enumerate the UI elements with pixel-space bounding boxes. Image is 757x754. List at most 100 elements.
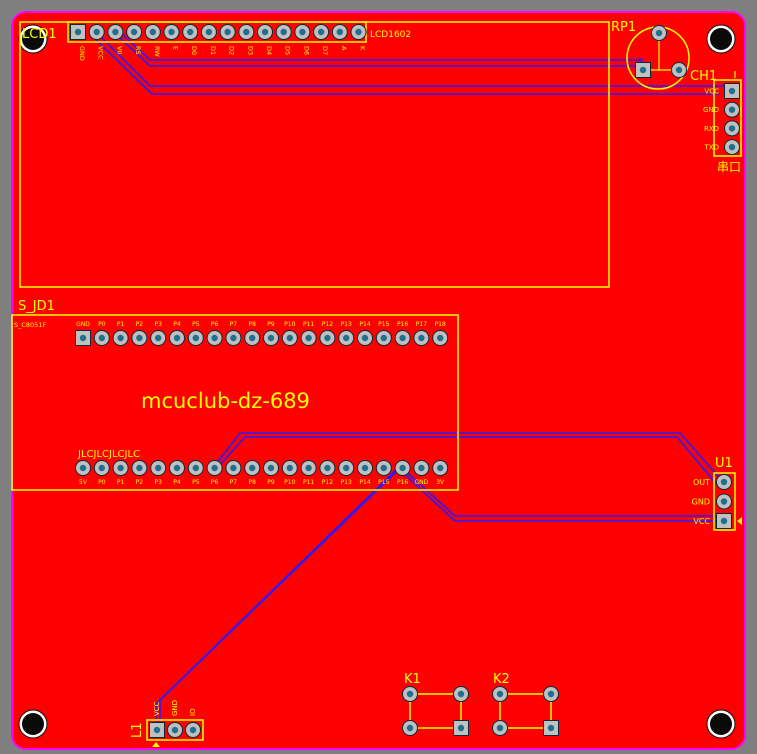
s-jd1-top-pin-label: P18 <box>435 321 446 328</box>
s-jd1-top-pin-label: P9 <box>267 321 275 328</box>
rp1-pin-2 <box>635 62 651 78</box>
s-jd1-top-pin-label: GND <box>76 321 90 328</box>
u1-pin-2 <box>716 493 732 510</box>
s-jd1-top-pin-10 <box>244 330 261 346</box>
s-jd1-bottom-pin-15 <box>338 460 355 476</box>
rp1-designator: RP1 <box>611 20 636 35</box>
s-jd1-bottom-pin-label: 3V <box>436 479 445 486</box>
s-jd1-top-pin-label: P17 <box>416 321 427 328</box>
s-jd1-bottom-pin-label: P6 <box>211 479 219 486</box>
s-jd1-bottom-pin-label: P1 <box>117 479 125 486</box>
k2-component: K2 <box>492 672 559 736</box>
l1-pin-3 <box>185 722 201 738</box>
s-jd1-top-pin-label: P6 <box>211 321 219 328</box>
lcd1-pin-13 <box>294 24 311 40</box>
s-jd1-bottom-pin-1 <box>75 460 91 476</box>
s-jd1-bottom-pin-label: P5 <box>192 479 200 486</box>
lcd1-pin-12 <box>275 24 292 40</box>
lcd1-pin-9 <box>219 24 236 40</box>
k1-outline <box>409 693 462 729</box>
k1-pin-1 <box>402 686 418 702</box>
lcd1-pin-15 <box>331 24 348 40</box>
ch1-pin-1 <box>724 83 740 99</box>
lcd1-pin-1 <box>70 24 86 40</box>
s-jd1-top-pin-12 <box>281 330 298 346</box>
ch1-pin-4 <box>724 139 740 156</box>
s-jd1-top-pin-3 <box>112 330 129 346</box>
s-jd1-bottom-pin-20 <box>432 460 449 476</box>
k1-pin-3 <box>402 720 418 736</box>
s-jd1-top-pin-2 <box>93 330 110 346</box>
s-jd1-bottom-pin-label: P7 <box>230 479 238 486</box>
s-jd1-bottom-pin-7 <box>187 460 204 476</box>
u1-pin-3 <box>716 513 732 529</box>
s-jd1-bottom-pin-label: P8 <box>248 479 256 486</box>
s-jd1-top-pin-13 <box>300 330 317 346</box>
lcd1-pin-14 <box>313 24 330 40</box>
s-jd1-bottom-pin-13 <box>300 460 317 476</box>
l1-pin-2 <box>167 722 183 738</box>
lcd1-pin-label: E <box>172 46 180 50</box>
k2-designator: K2 <box>493 672 510 687</box>
ch1-outline <box>713 79 742 157</box>
mounting-hole-bottom-right <box>706 709 736 739</box>
s-jd1-top-pin-label: P5 <box>192 321 200 328</box>
s-jd1-top-pin-18 <box>394 330 411 346</box>
s-jd1-top-pin-8 <box>206 330 223 346</box>
lcd1-pin-label: D4 <box>265 46 273 55</box>
s-jd1-top-pin-label: P8 <box>248 321 256 328</box>
s-jd1-top-pin-19 <box>413 330 430 346</box>
s-jd1-bottom-pin-label: P16 <box>397 479 408 486</box>
s-jd1-bottom-pin-3 <box>112 460 129 476</box>
lcd1-pin-label: V0 <box>115 46 123 55</box>
rp1-pin-3 <box>671 62 687 78</box>
board-outline <box>11 11 746 750</box>
lcd1-pin-10 <box>238 24 255 40</box>
s-jd1-bottom-pin-11 <box>263 460 279 476</box>
lcd1-pin-label: D6 <box>302 46 310 55</box>
s-jd1-top-pin-label: P7 <box>230 321 238 328</box>
s-jd1-top-pin-label: P15 <box>378 321 389 328</box>
s-jd1-top-pin-15 <box>338 330 355 346</box>
u1-pin-label: VCC <box>693 517 710 526</box>
s-jd1-top-pin-label: P3 <box>154 321 162 328</box>
s-jd1-top-pin-11 <box>263 330 279 346</box>
lcd1-pin-label: RS <box>134 46 142 55</box>
s-jd1-top-pin-label: P11 <box>303 321 314 328</box>
lcd1-pin-label: K <box>359 46 367 51</box>
s-jd1-top-label: S_C8051F <box>14 321 46 329</box>
s-jd1-top-pin-16 <box>357 330 373 346</box>
lcd1-pin-label: D2 <box>228 46 236 55</box>
s-jd1-bottom-pin-8 <box>206 460 223 476</box>
lcd1-designator: LCD1 <box>22 27 57 42</box>
k2-pin-2 <box>543 686 559 702</box>
lcd1-pin-label: A <box>340 46 348 51</box>
s-jd1-bottom-pin-label: 5V <box>79 479 88 486</box>
rp1-component: RP1 <box>611 20 690 90</box>
s-jd1-top-pin-label: P13 <box>341 321 352 328</box>
lcd1-pin-label: VCC <box>97 46 105 60</box>
s-jd1-bottom-pin-16 <box>357 460 373 476</box>
s-jd1-top-pin-9 <box>225 330 242 346</box>
s-jd1-top-pin-label: P4 <box>173 321 181 328</box>
u1-designator: U1 <box>715 456 733 471</box>
s-jd1-top-pin-4 <box>131 330 148 346</box>
k1-component: K1 <box>402 672 469 736</box>
s-jd1-top-pin-label: P0 <box>98 321 106 328</box>
ch1-pin-label: RXD <box>704 125 719 133</box>
s-jd1-bottom-pin-17 <box>375 460 392 476</box>
lcd1-pin-label: D1 <box>209 46 217 55</box>
l1-outline <box>146 719 204 741</box>
lcd1-pin-label: GND <box>78 46 86 61</box>
s-jd1-bottom-pin-6 <box>169 460 185 476</box>
lcd1-pin-label: RW <box>153 46 161 57</box>
l1-pin-1 <box>149 722 165 738</box>
u1-pin-label: OUT <box>693 478 710 487</box>
